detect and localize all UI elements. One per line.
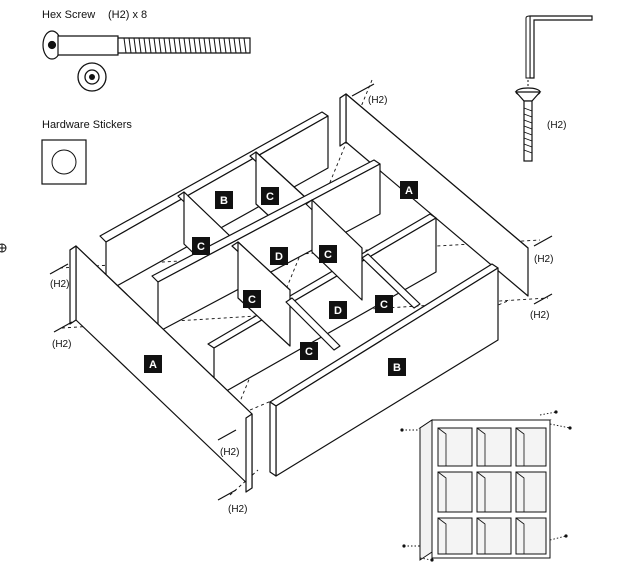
panel-tag-d-1: D	[270, 247, 288, 265]
panel-label-c-4: C	[248, 294, 256, 306]
panel-tag-c-3: C	[319, 245, 337, 263]
panel-label-b-front: B	[393, 362, 401, 374]
panel-label-c-2: C	[197, 241, 205, 253]
callout-h2-bottom-upper: (H2)	[220, 447, 239, 458]
hex-screw-quantity: (H2) x 8	[108, 9, 147, 21]
screw-marker-right-lower	[533, 293, 553, 305]
screw-marker-left-lower	[53, 321, 73, 333]
allen-key-detail	[514, 15, 593, 162]
panel-label-c-1: C	[266, 191, 274, 203]
panel-label-a-right: A	[405, 185, 413, 197]
screw-markers	[49, 83, 553, 501]
panel-tags: A B C C D C C D	[144, 181, 418, 376]
panel-label-c-5: C	[380, 299, 388, 311]
sticker-sheet-icon	[41, 139, 87, 185]
panel-tag-b-top: B	[215, 191, 233, 209]
panel-tag-c-2: C	[192, 237, 210, 255]
callout-h2-bottom-lower: (H2)	[228, 504, 247, 515]
callout-h2-right-upper: (H2)	[534, 254, 553, 265]
panel-label-c-3: C	[324, 249, 332, 261]
screw-head-icon	[514, 87, 542, 162]
sticker-dot-icon	[51, 149, 77, 175]
hex-socket-nut-icon	[77, 62, 107, 92]
screw-marker-bottom-lower	[217, 489, 237, 501]
panel-tag-c-4: C	[243, 290, 261, 308]
panel-tag-a-front: A	[144, 355, 162, 373]
callout-allen-h2: (H2)	[547, 120, 566, 131]
panel-tag-d-2: D	[329, 301, 347, 319]
panel-tag-c-5: C	[375, 295, 393, 313]
panel-tag-b-front: B	[388, 358, 406, 376]
hex-screw-title: Hex Screw	[42, 9, 95, 21]
panel-label-c-6: C	[305, 346, 313, 358]
screw-marker-left-upper	[49, 263, 69, 275]
hex-screw-icon	[42, 30, 251, 60]
screw-marker-bottom-upper	[217, 429, 237, 441]
callout-h2-top: (H2)	[368, 95, 387, 106]
screw-marker-top	[351, 83, 375, 97]
finished-shelf-thumbnail	[400, 410, 572, 562]
hex-screw-section: Hex Screw (H2) x 8	[42, 9, 251, 92]
panel-label-a-front: A	[149, 359, 157, 371]
hardware-stickers-section: Hardware Stickers	[41, 119, 132, 185]
callout-h2-right-lower: (H2)	[530, 310, 549, 321]
panel-tag-c-6: C	[300, 342, 318, 360]
registration-mark-icon	[0, 243, 7, 253]
callout-h2-left-upper: (H2)	[50, 279, 69, 290]
hardware-stickers-title: Hardware Stickers	[42, 119, 132, 131]
panel-label-b-top: B	[220, 195, 228, 207]
callout-h2-left-lower: (H2)	[52, 339, 71, 350]
panel-label-d-1: D	[275, 251, 283, 263]
panel-tag-a-right: A	[400, 181, 418, 199]
panel-tag-c-1: C	[261, 187, 279, 205]
screw-marker-right-upper	[533, 235, 553, 247]
panel-label-d-2: D	[334, 305, 342, 317]
